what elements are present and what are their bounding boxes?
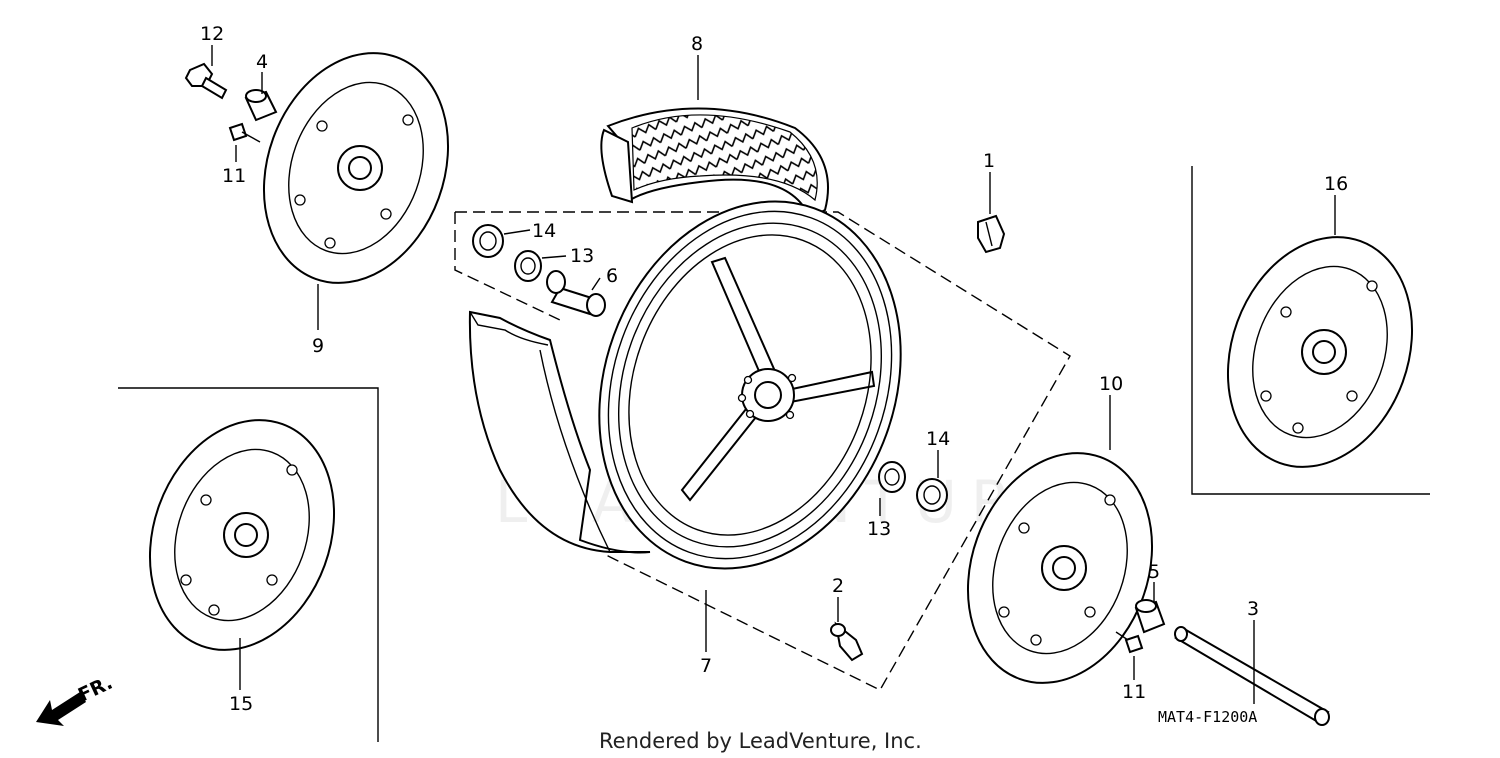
callout-7: 7	[700, 655, 712, 677]
bearing-14-lower	[916, 478, 948, 512]
credit-text: Rendered by LeadVenture, Inc.	[599, 729, 922, 753]
collar-4	[244, 89, 278, 122]
callout-1: 1	[983, 150, 995, 172]
callout-14-lower: 14	[926, 428, 950, 450]
brake-disc-9	[262, 52, 450, 284]
callout-11-upper: 11	[222, 165, 246, 187]
callout-4: 4	[256, 51, 268, 73]
callout-5: 5	[1148, 561, 1160, 583]
spacer-6	[546, 270, 606, 317]
front-direction-indicator: FR.	[36, 672, 116, 726]
callout-13-upper: 13	[570, 245, 594, 267]
collar-5	[1134, 599, 1166, 634]
brake-disc-15	[148, 419, 336, 651]
seal-13-upper	[514, 250, 542, 282]
callout-11-lower: 11	[1122, 681, 1146, 703]
bolt-11-upper	[228, 122, 261, 143]
frame-right	[1191, 166, 1430, 495]
clip	[977, 214, 1006, 254]
leader-lines	[211, 45, 1336, 704]
callout-12: 12	[200, 23, 224, 45]
callout-9: 9	[312, 335, 324, 357]
tire	[600, 107, 829, 220]
brake-disc-16	[1226, 236, 1414, 468]
axle-3	[1174, 626, 1330, 726]
bolt-11-lower	[1115, 631, 1144, 654]
callout-10: 10	[1099, 373, 1123, 395]
callout-3: 3	[1247, 598, 1259, 620]
callout-8: 8	[691, 33, 703, 55]
tire-band	[468, 310, 651, 554]
callout-2: 2	[832, 575, 844, 597]
seal-13-lower	[878, 461, 906, 493]
diagram-code: MAT4-F1200A	[1158, 708, 1257, 726]
brake-disc-10	[966, 452, 1154, 684]
wheel	[598, 200, 902, 570]
callouts: 12 4 11 9 8 1 16 14 13 6 10 14 13 2 7 3 …	[200, 23, 1348, 715]
callout-14-upper: 14	[532, 220, 556, 242]
callout-13-lower: 13	[867, 518, 891, 540]
front-arrow-icon	[36, 692, 86, 726]
callout-6: 6	[606, 265, 618, 287]
bearing-14-upper	[472, 224, 504, 258]
callout-15: 15	[229, 693, 253, 715]
assembly-outline	[454, 211, 1071, 691]
front-label: FR.	[75, 672, 116, 707]
valve-stem	[830, 621, 864, 662]
frame-left	[118, 387, 379, 742]
callout-16: 16	[1324, 173, 1348, 195]
bolt-12	[184, 62, 228, 100]
